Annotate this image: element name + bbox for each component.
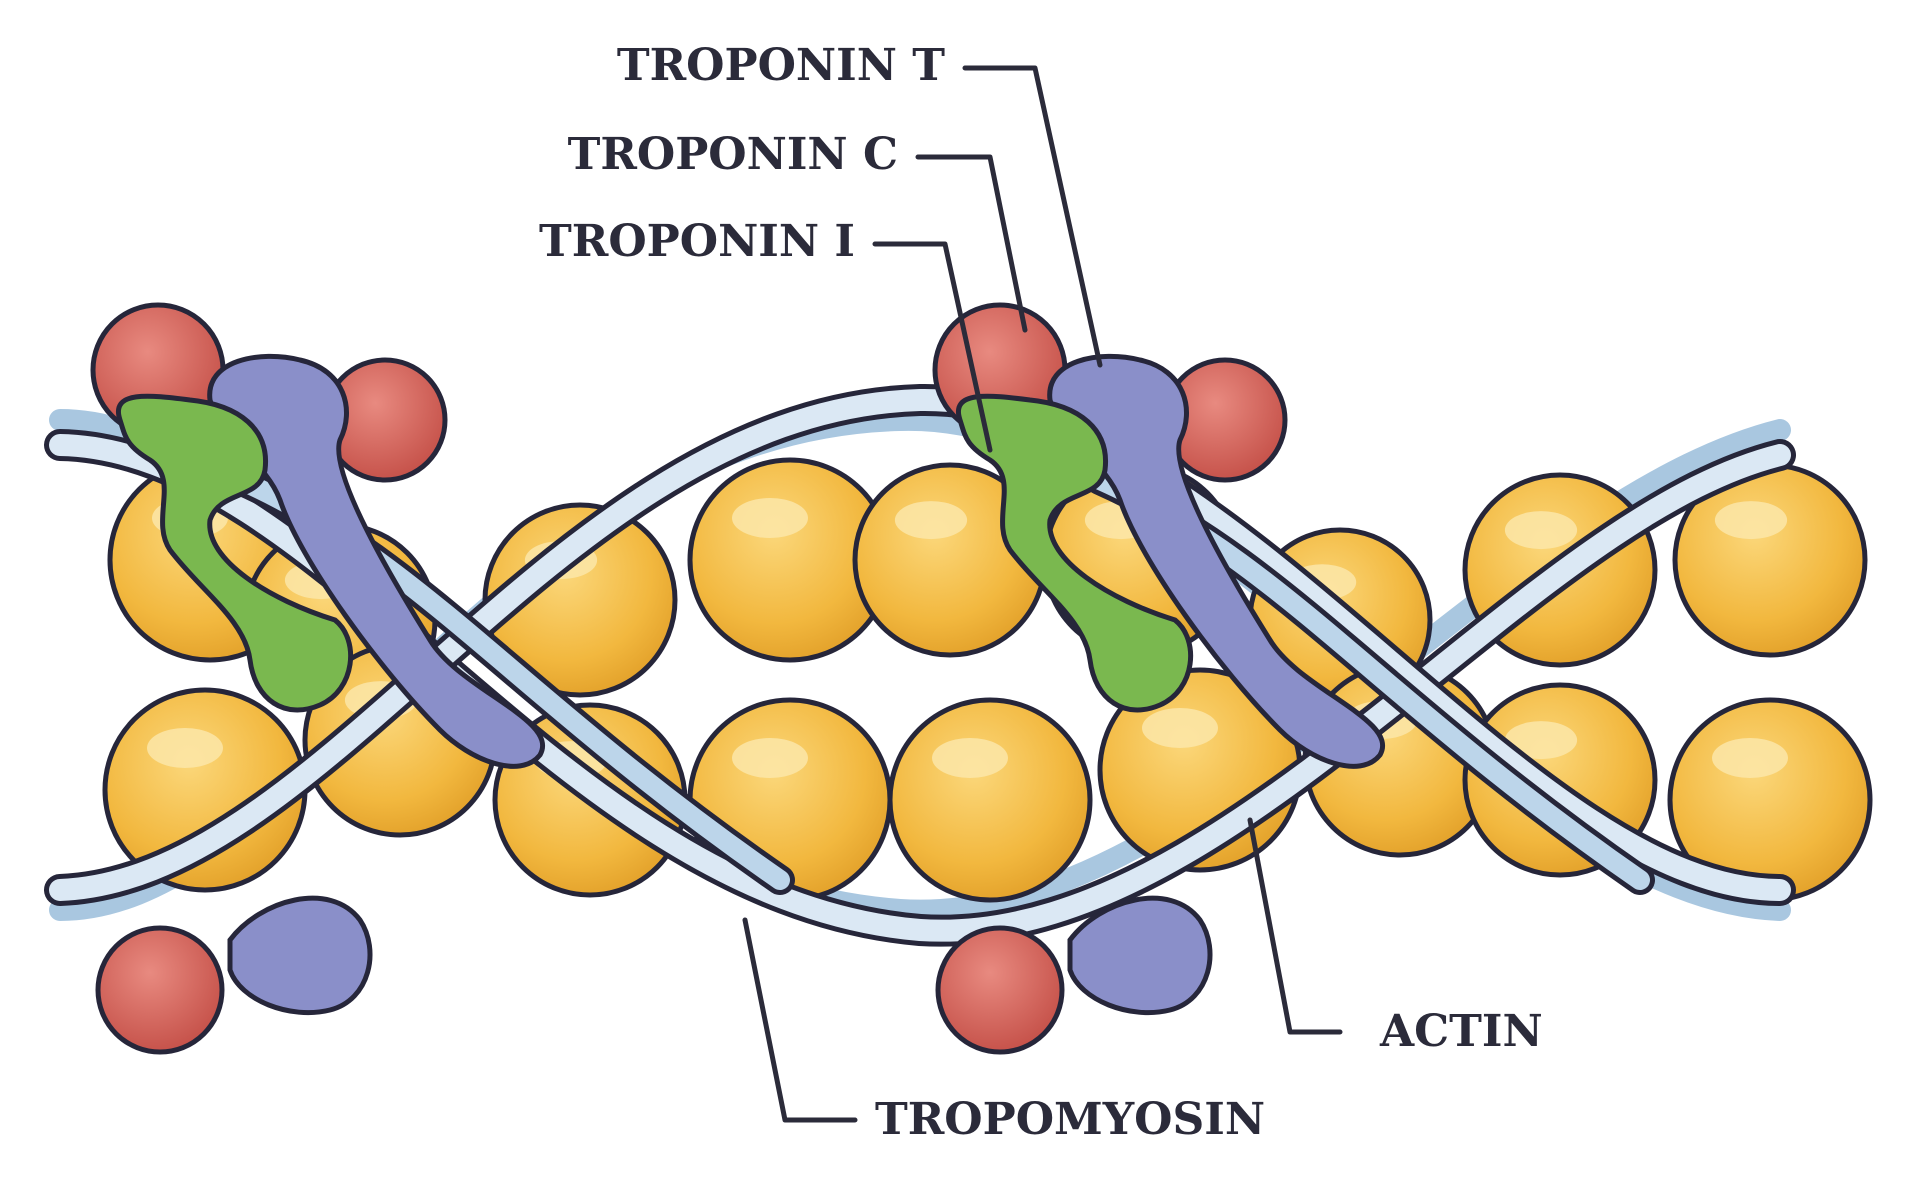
leader-actin bbox=[1247, 817, 1343, 1035]
label-troponin-t: TROPONIN T bbox=[617, 40, 945, 91]
troponin-t-shape bbox=[1067, 895, 1213, 1016]
actin-highlight bbox=[1714, 501, 1788, 540]
leader-troponin-t bbox=[962, 65, 1103, 368]
actin-highlight bbox=[732, 738, 808, 778]
actin-highlight bbox=[1712, 738, 1788, 778]
leader-tropomyosin bbox=[742, 917, 858, 1123]
troponin-i-shape bbox=[115, 393, 353, 713]
label-leader-lines bbox=[742, 65, 1343, 1123]
label-troponin-i: TROPONIN I bbox=[539, 216, 855, 267]
actin-subunit bbox=[887, 697, 1093, 903]
actin-highlight bbox=[732, 498, 808, 538]
label-tropomyosin: TROPOMYOSIN bbox=[875, 1094, 1265, 1145]
actin-highlight bbox=[1504, 721, 1578, 760]
troponin-c-sphere bbox=[95, 925, 225, 1055]
actin-highlight bbox=[1504, 511, 1578, 550]
troponin-complex-right bbox=[932, 302, 1385, 1055]
troponin-i-shape bbox=[955, 393, 1193, 713]
troponin-t-shape bbox=[1047, 353, 1385, 769]
leader-troponin-i bbox=[872, 241, 993, 453]
leader-troponin-c bbox=[915, 154, 1028, 333]
actin-highlight bbox=[1142, 708, 1218, 748]
label-actin: ACTIN bbox=[1379, 1006, 1543, 1057]
actin-highlight bbox=[932, 738, 1008, 778]
label-troponin-c: TROPONIN C bbox=[568, 129, 898, 180]
actin-highlight bbox=[894, 501, 968, 540]
troponin-complex-left bbox=[90, 302, 545, 1055]
labels: TROPONIN T TROPONIN C TROPONIN I ACTIN T… bbox=[539, 40, 1543, 1145]
troponin-t-shape bbox=[227, 895, 373, 1016]
actin-highlight bbox=[147, 728, 223, 768]
troponin-t-shape bbox=[207, 353, 545, 769]
troponin-c-sphere bbox=[935, 925, 1065, 1055]
